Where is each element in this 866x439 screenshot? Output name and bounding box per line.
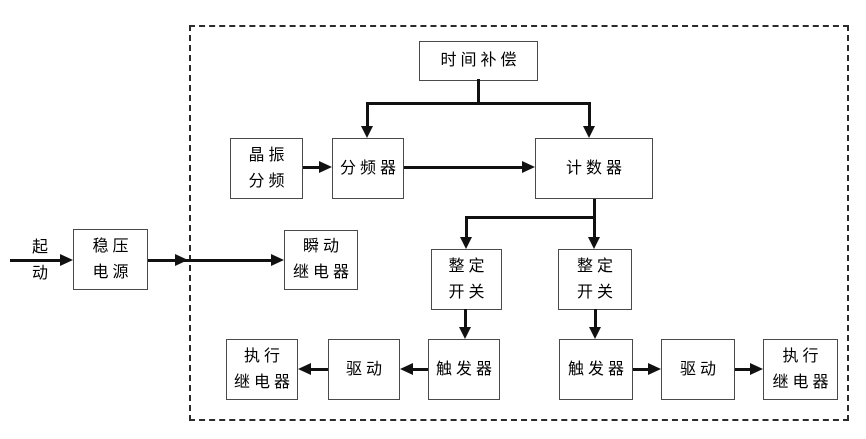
node-time-compensation: 时间补偿 [419, 41, 538, 81]
node-setting-switch-right: 整定 开关 [558, 249, 632, 310]
edge-timecomp-branch [366, 102, 591, 105]
arrowhead-start-to-power [60, 254, 73, 266]
node-exec-relay-right: 执行 继电器 [763, 339, 838, 400]
arrowhead-power-to-relay [271, 254, 284, 266]
arrowhead-trigger-left-to-drive [400, 363, 413, 375]
node-frequency-divider: 分频器 [332, 138, 404, 199]
edge-drive-left-to-exec [309, 368, 328, 371]
arrowhead-switch-left-to-trigger [459, 327, 471, 339]
node-setting-switch-left: 整定 开关 [431, 249, 502, 310]
edge-counter-branch [465, 216, 596, 219]
node-trigger-left: 触发器 [428, 339, 500, 400]
edge-trigger-right-to-drive [633, 368, 650, 371]
node-drive-right: 驱动 [661, 339, 735, 400]
edge-timecomp-stem [477, 79, 480, 105]
edge-trigger-left-to-drive [411, 368, 428, 371]
edge-timecomp-to-counter [588, 102, 591, 128]
arrowhead-trigger-right-to-drive [648, 363, 661, 375]
module-boundary [189, 25, 849, 421]
arrowhead-crystal-to-divider [319, 161, 332, 173]
node-trigger-right: 触发器 [559, 339, 633, 400]
arrowhead-drive-left-to-exec [298, 363, 311, 375]
arrowhead-drive-right-to-exec [750, 363, 763, 375]
node-power-supply: 稳压 电源 [73, 229, 148, 290]
start-label: 起 动 [31, 239, 48, 282]
edge-start-to-power [10, 259, 62, 262]
edge-switch-right-to-trigger [594, 309, 597, 328]
edge-divider-to-counter [404, 166, 523, 169]
node-exec-relay-left: 执行 继电器 [226, 339, 298, 400]
arrowhead-timecomp-to-counter [583, 126, 595, 138]
edge-power-to-relay [148, 259, 272, 262]
arrowhead-divider-to-counter [522, 161, 535, 173]
edge-counter-to-switch-right [593, 216, 596, 238]
arrowhead-counter-to-switch-right [588, 237, 600, 249]
edge-timecomp-to-divider [366, 102, 369, 128]
edge-drive-right-to-exec [735, 368, 752, 371]
arrowhead-counter-to-switch-left [460, 237, 472, 249]
edge-crystal-to-divider [303, 166, 321, 169]
edge-counter-to-switch-left [465, 216, 468, 238]
node-instant-relay: 瞬动 继电器 [284, 230, 358, 290]
node-counter: 计数器 [535, 138, 653, 199]
arrowhead-switch-right-to-trigger [589, 327, 601, 339]
arrowhead-timecomp-to-divider [361, 126, 373, 138]
arrowhead-power-boundary [175, 254, 188, 266]
node-crystal-divider: 晶振 分频 [230, 138, 303, 199]
edge-switch-left-to-trigger [464, 309, 467, 328]
node-drive-left: 驱动 [328, 339, 400, 400]
edge-counter-stem [593, 199, 596, 219]
